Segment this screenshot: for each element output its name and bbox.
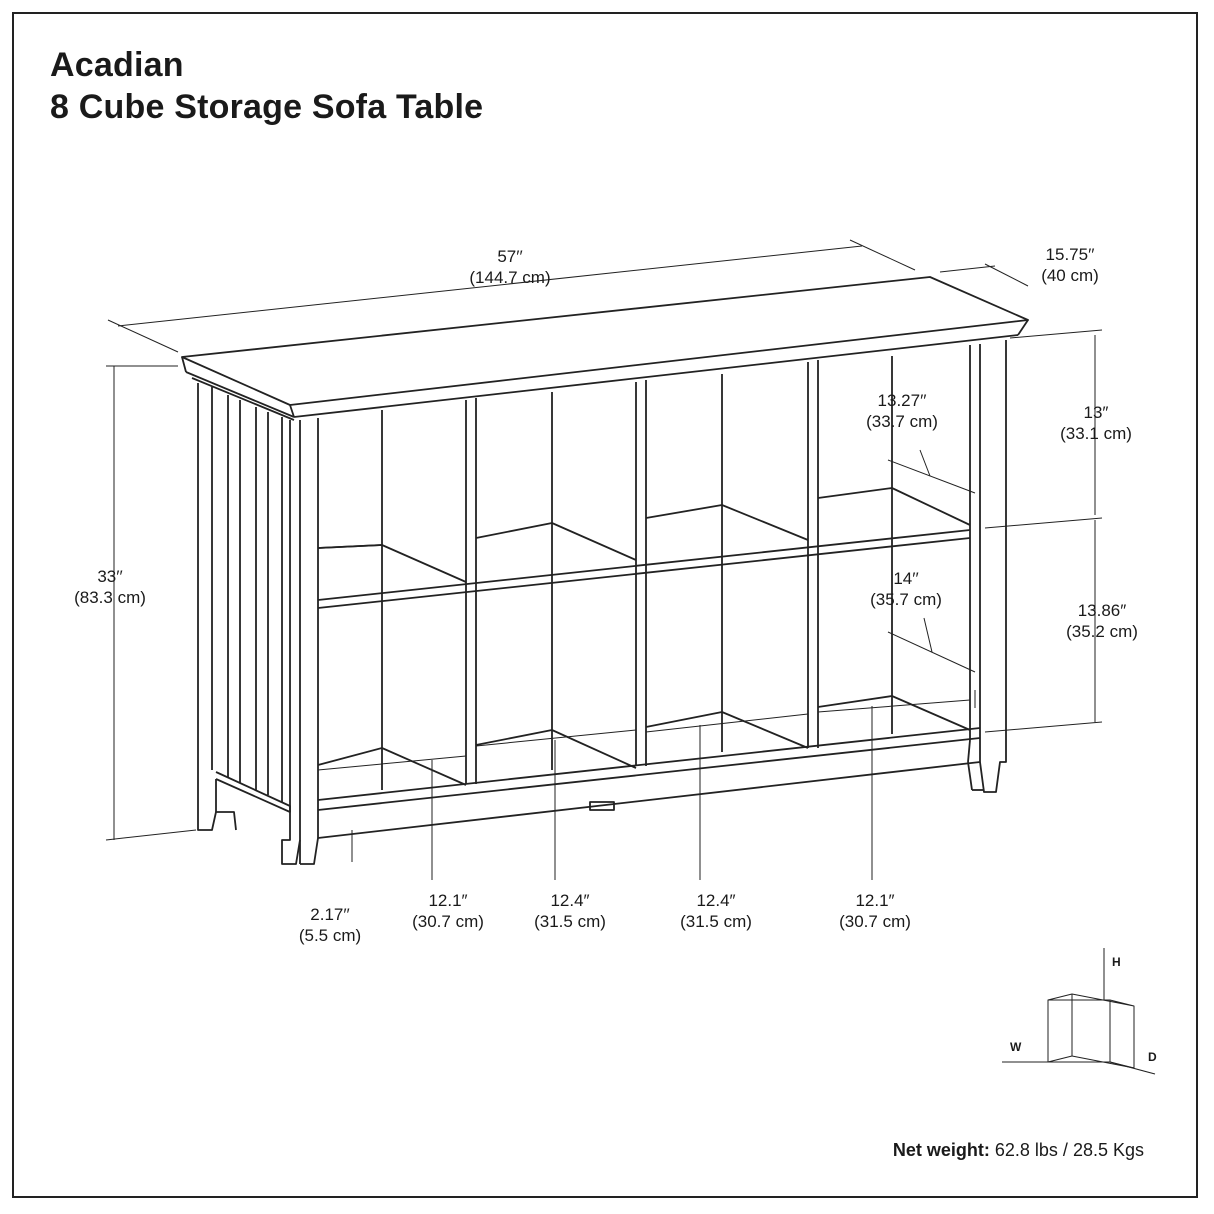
floor-clearance-dimension: 2.17′′ (5.5 cm)	[298, 905, 362, 945]
product-subtitle: 8 Cube Storage Sofa Table	[50, 88, 484, 126]
diagram-frame	[12, 12, 1198, 1198]
net-weight: Net weight: 62.8 lbs / 28.5 Kgs	[893, 1140, 1144, 1161]
side-panel	[197, 383, 291, 831]
product-title: Acadian 8 Cube Storage Sofa Table	[50, 44, 483, 128]
cube-width-3: 12.4″ (31.5 cm)	[680, 891, 752, 931]
depth-axis-label: D	[1148, 1050, 1157, 1064]
cube-width-4: 12.1″ (30.7 cm)	[839, 891, 911, 931]
axis-cube-icon	[1002, 948, 1156, 1075]
table-top	[181, 276, 1029, 421]
width-axis-label: W	[1010, 1040, 1022, 1054]
cube-width-1: 12.1″ (30.7 cm)	[412, 891, 484, 931]
width-dimension: 57′′ (144.7 cm)	[469, 247, 551, 287]
upper-shelf-height-dimension: 13″ (33.1 cm)	[1060, 403, 1132, 443]
upper-depth-dimension: 13.27′′ (33.7 cm)	[866, 391, 938, 431]
lower-depth-dimension: 14′′ (35.7 cm)	[870, 569, 942, 609]
product-name: Acadian	[50, 46, 184, 84]
height-axis-label: H	[1112, 955, 1121, 969]
dimension-lines	[105, 239, 1103, 880]
height-dimension: 33′′ (83.3 cm)	[74, 567, 146, 607]
depth-dimension: 15.75′′ (40 cm)	[1041, 245, 1099, 285]
cube-width-2: 12.4″ (31.5 cm)	[534, 891, 606, 931]
net-weight-label: Net weight:	[892, 1140, 990, 1160]
front-frame	[281, 340, 1007, 865]
net-weight-value: 62.8 lbs / 28.5 Kgs	[994, 1140, 1144, 1160]
lower-shelf-height-dimension: 13.86″ (35.2 cm)	[1066, 601, 1138, 641]
